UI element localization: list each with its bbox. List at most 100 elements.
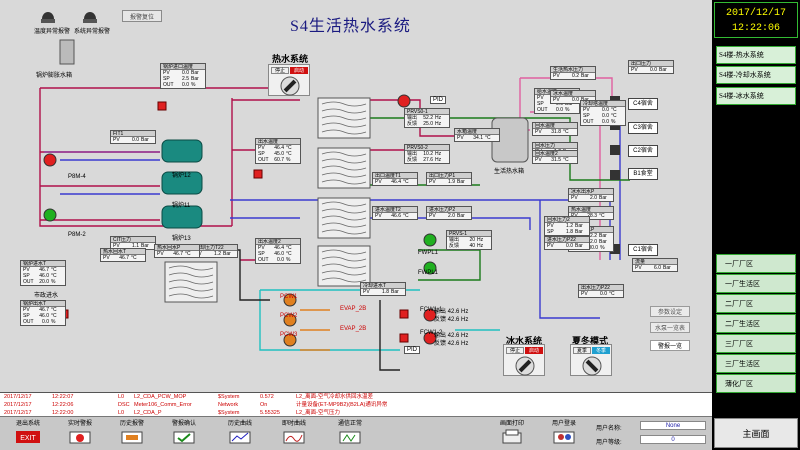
- area-item[interactable]: 二厂生活区: [716, 314, 796, 333]
- panel-key: PV: [635, 265, 642, 271]
- rotary-switch-icon[interactable]: [280, 76, 300, 96]
- panel-unit: Bar: [659, 67, 667, 73]
- comm-status-button[interactable]: 通信正常: [326, 417, 374, 450]
- hotwater-stop-label[interactable]: 停止: [271, 67, 289, 74]
- icewater-control-box[interactable]: 停止 启动: [503, 344, 545, 376]
- user-login-button[interactable]: 用户登录: [540, 417, 588, 450]
- main-screen-button[interactable]: 主画面: [714, 418, 798, 448]
- panel-value: 1.8: [382, 289, 389, 295]
- building-c4[interactable]: C4宿舍: [628, 98, 658, 110]
- building-c1[interactable]: C1宿舍: [628, 244, 658, 256]
- hotwater-control-box[interactable]: 停止 启动: [268, 64, 310, 96]
- alarm-reset-button[interactable]: 报警复位: [122, 10, 162, 22]
- panel-key: SP: [537, 101, 544, 107]
- area-item[interactable]: 一厂生活区: [716, 274, 796, 293]
- rotary-switch-icon[interactable]: [515, 356, 535, 376]
- area-item[interactable]: 三厂生活区: [716, 354, 796, 373]
- realtime-alarm-button[interactable]: 实时警报: [56, 417, 104, 450]
- panel-key: 输出: [407, 151, 418, 157]
- summer-label[interactable]: 夏季: [573, 347, 591, 354]
- alarm-list-button[interactable]: 警报一览: [650, 340, 690, 351]
- building-b1[interactable]: B1食堂: [628, 168, 658, 180]
- print-button[interactable]: 画面打印: [488, 417, 536, 450]
- area-item[interactable]: 三厂厂区: [716, 334, 796, 353]
- panel-key: PV: [113, 243, 120, 249]
- pid-label[interactable]: PID: [404, 346, 421, 354]
- panel-key: OUT: [583, 119, 594, 125]
- hotwater-start-label[interactable]: 启动: [290, 67, 308, 74]
- panel-unit: °C: [286, 245, 292, 251]
- realtime-curve-button[interactable]: 即时曲线: [270, 417, 318, 450]
- icewater-stop-label[interactable]: 停止: [506, 347, 524, 354]
- alarm-confirm-button[interactable]: 警报确认: [160, 417, 208, 450]
- panel-value: 46.7: [39, 307, 49, 313]
- area-item[interactable]: 二厂厂区: [716, 294, 796, 313]
- building-c3[interactable]: C3宿舍: [628, 122, 658, 134]
- icewater-start-label[interactable]: 启动: [525, 347, 543, 354]
- drive-feedback: 反馈 42.6 Hz: [434, 341, 469, 347]
- panel-title: PRVS0-2: [405, 145, 449, 151]
- pump-icon: [423, 233, 437, 247]
- system-item[interactable]: S4楼-冷却水系统: [716, 66, 796, 84]
- history-curve-button[interactable]: 历史曲线: [216, 417, 264, 450]
- rotary-switch-icon[interactable]: [582, 356, 602, 376]
- system-item[interactable]: S4楼-冰水系统: [716, 87, 796, 105]
- pipe: [39, 88, 232, 227]
- history-alarm-button[interactable]: 历史报警: [108, 417, 156, 450]
- boiler-label: 锅炉13: [172, 236, 191, 242]
- water-table-button[interactable]: 水泵一览表: [650, 322, 690, 333]
- panel-unit: Bar: [191, 70, 199, 76]
- area-item[interactable]: 一厂厂区: [716, 254, 796, 273]
- pid-label[interactable]: PID: [430, 96, 447, 104]
- ff-label: FCW1-2: [420, 330, 443, 336]
- winter-label[interactable]: 冬季: [592, 347, 610, 354]
- area-item[interactable]: 薄化厂区: [716, 374, 796, 393]
- datetime-display: 2017/12/17 12:22:06: [714, 2, 798, 38]
- system-item[interactable]: S4楼-热水系统: [716, 46, 796, 64]
- panel-unit: Bar: [223, 251, 231, 257]
- boiler-icon: [161, 139, 203, 163]
- season-control-box[interactable]: 夏季 冬季: [570, 344, 612, 376]
- params-button[interactable]: 参数设定: [650, 306, 690, 317]
- alarm-tag: L2_CDA_P: [134, 410, 162, 416]
- pump-icon: [423, 331, 437, 345]
- building-c2[interactable]: C2宿舍: [628, 145, 658, 157]
